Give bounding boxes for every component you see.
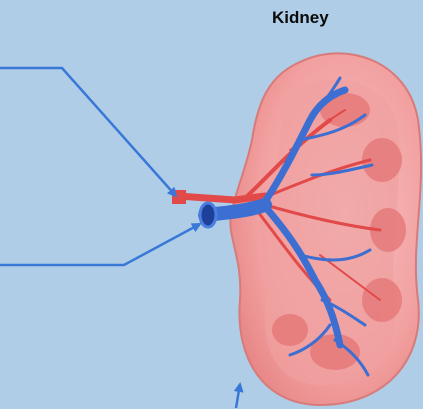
arrow-to-ureter xyxy=(236,384,240,408)
arrow-to-artery xyxy=(0,68,176,196)
arrow-to-vein xyxy=(0,224,200,265)
diagram-title: Kidney xyxy=(272,8,329,28)
label-arrows xyxy=(0,68,240,408)
vein-opening xyxy=(200,203,216,227)
